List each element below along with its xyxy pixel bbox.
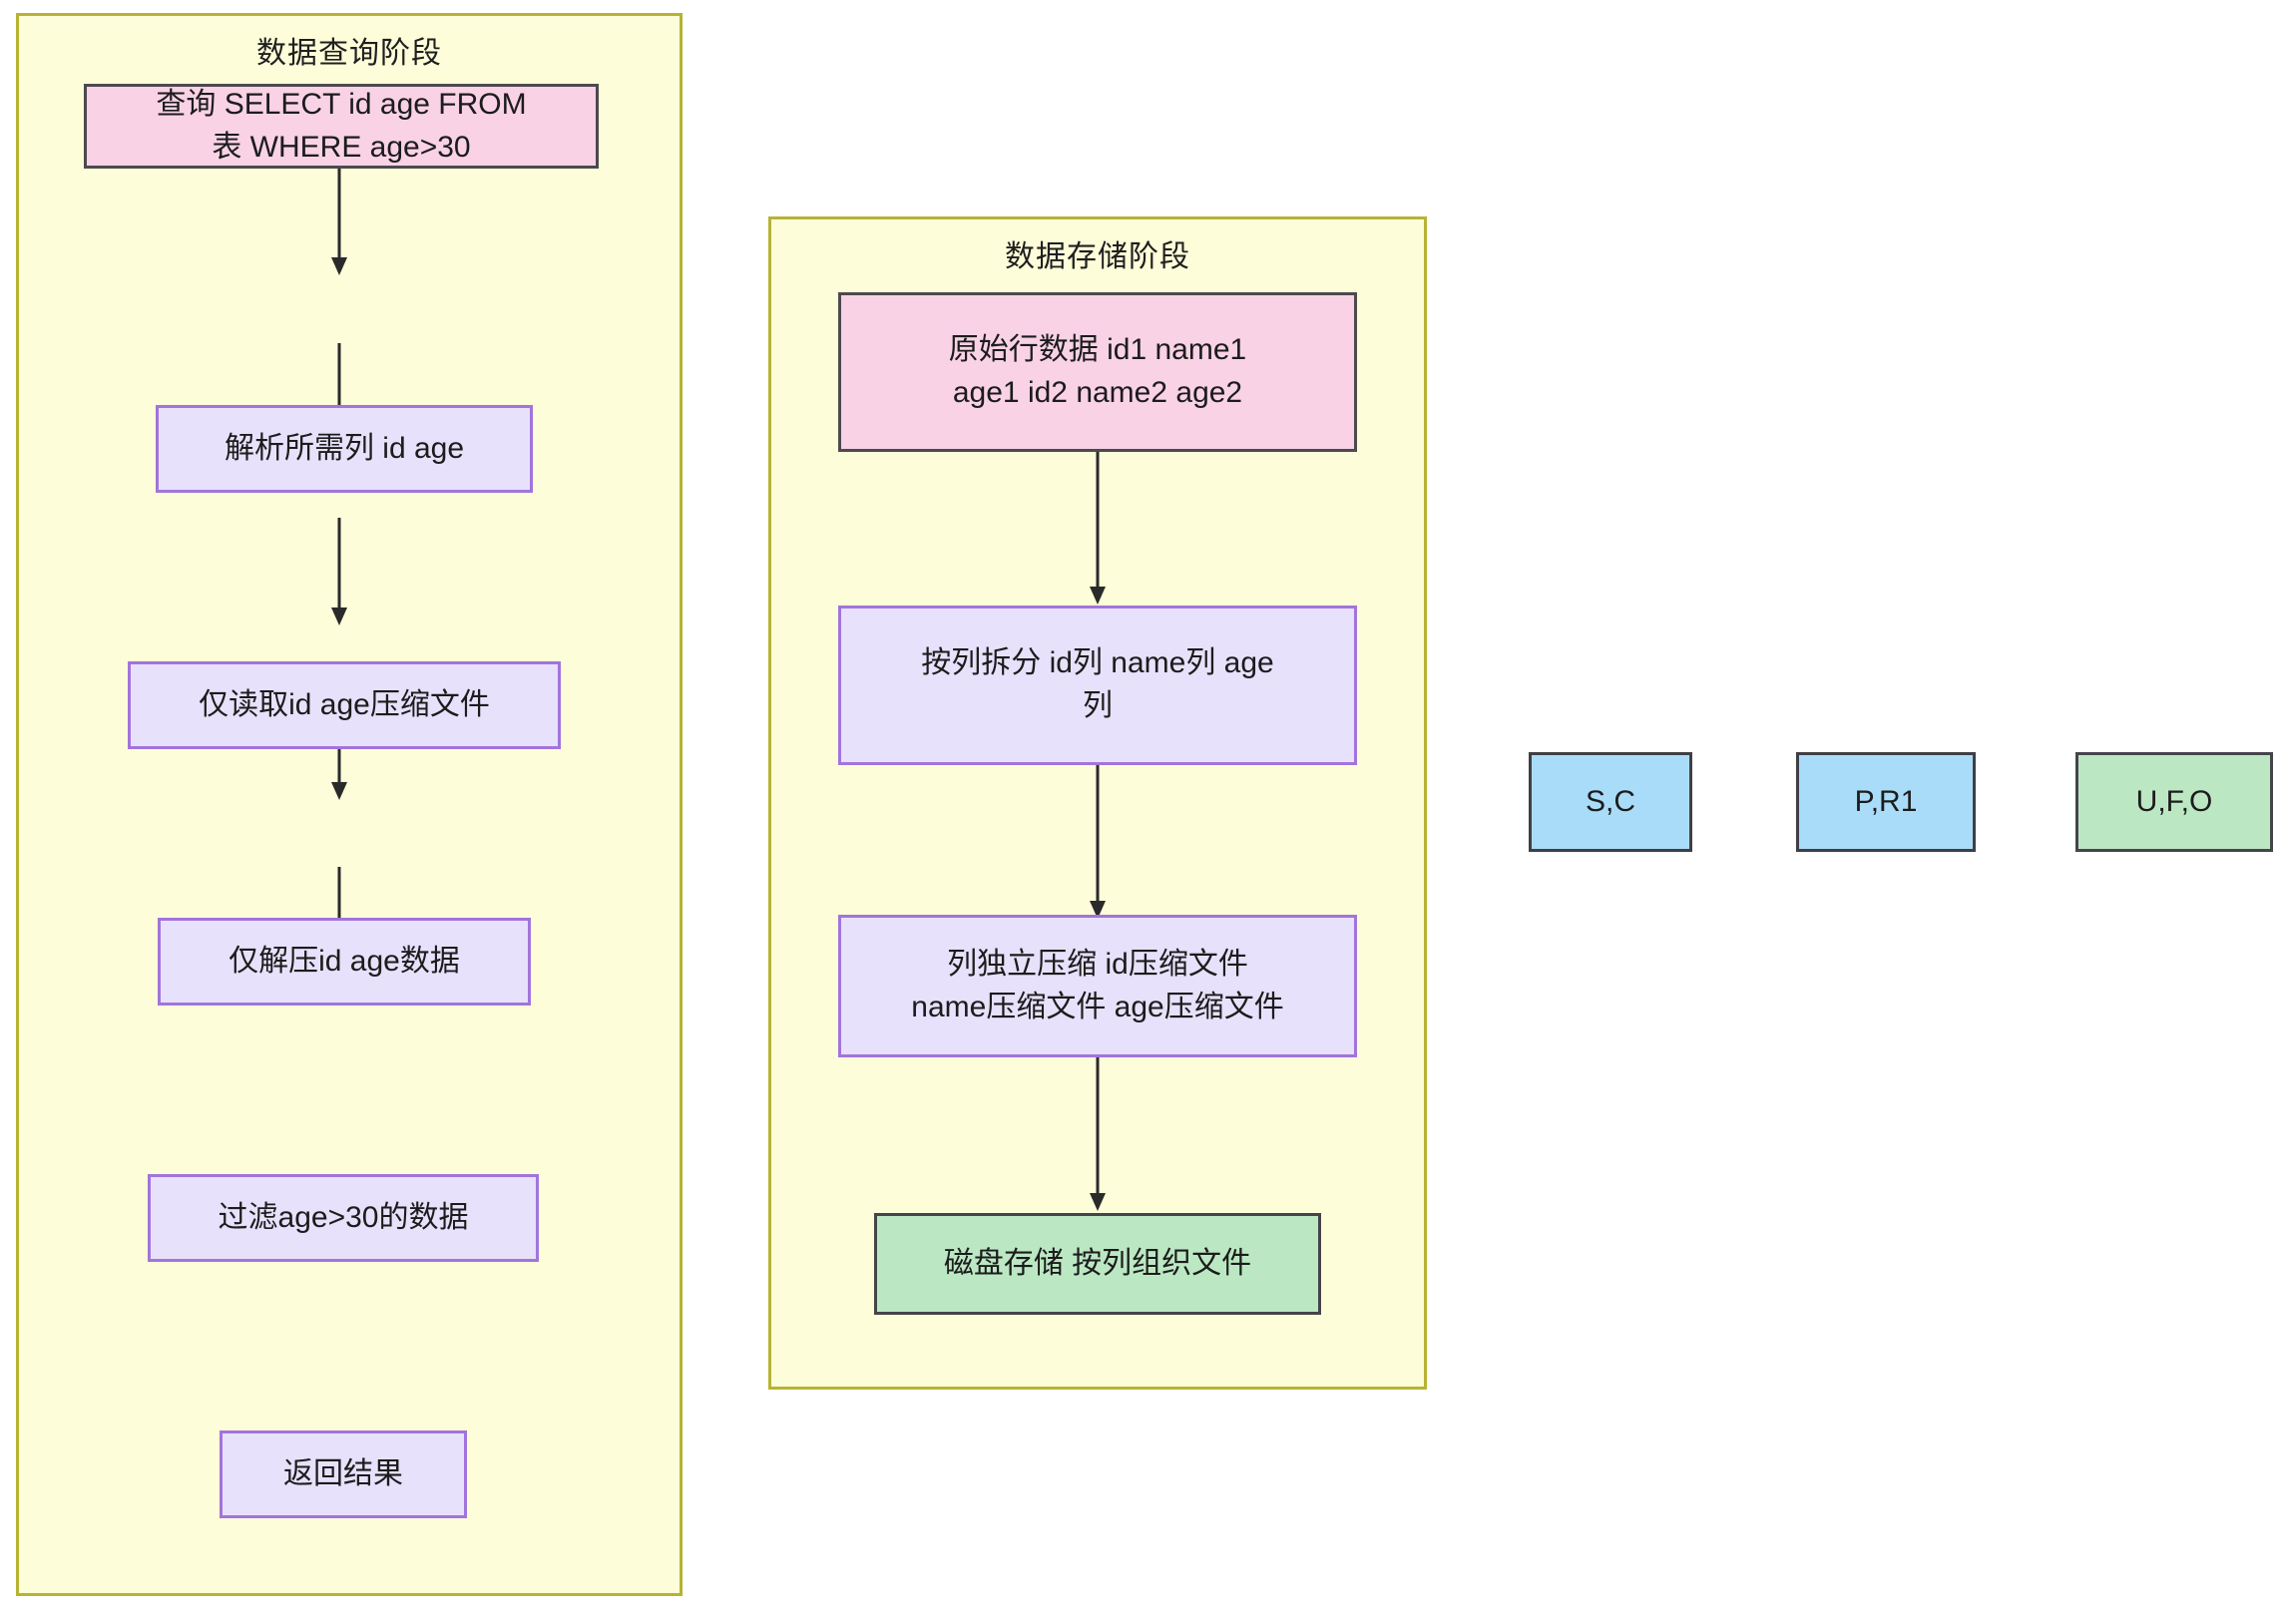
- node-filter-age[interactable]: 过滤age>30的数据: [148, 1174, 539, 1262]
- node-compress-columns[interactable]: 列独立压缩 id压缩文件 name压缩文件 age压缩文件: [838, 915, 1357, 1057]
- node-parse-required-columns[interactable]: 解析所需列 id age: [156, 405, 533, 493]
- subgraph-query-stage: 数据查询阶段: [16, 13, 683, 1596]
- edge-s3-s4: [1090, 1057, 1106, 1211]
- legend-box-ufo[interactable]: U,F,O: [2075, 752, 2273, 852]
- node-return-result[interactable]: 返回结果: [220, 1430, 467, 1518]
- edge-q1-q2: [331, 168, 347, 275]
- edge-s2-s3: [1090, 765, 1106, 919]
- subgraph-query-stage-title: 数据查询阶段: [256, 37, 442, 70]
- legend-box-pr1[interactable]: P,R1: [1796, 752, 1976, 852]
- edge-q3-q4: [331, 518, 347, 625]
- edge-s1-s2: [1090, 451, 1106, 605]
- node-query-sql[interactable]: 查询 SELECT id age FROM 表 WHERE age>30: [84, 84, 599, 169]
- node-read-compressed-files[interactable]: 仅读取id age压缩文件: [128, 661, 561, 749]
- node-decompress-data[interactable]: 仅解压id age数据: [158, 918, 531, 1006]
- legend-box-sc[interactable]: S,C: [1529, 752, 1692, 852]
- subgraph-storage-stage-title: 数据存储阶段: [1005, 240, 1190, 273]
- node-split-by-column[interactable]: 按列拆分 id列 name列 age 列: [838, 606, 1357, 765]
- node-raw-row-data[interactable]: 原始行数据 id1 name1 age1 id2 name2 age2: [838, 292, 1357, 452]
- node-disk-storage[interactable]: 磁盘存储 按列组织文件: [874, 1213, 1321, 1315]
